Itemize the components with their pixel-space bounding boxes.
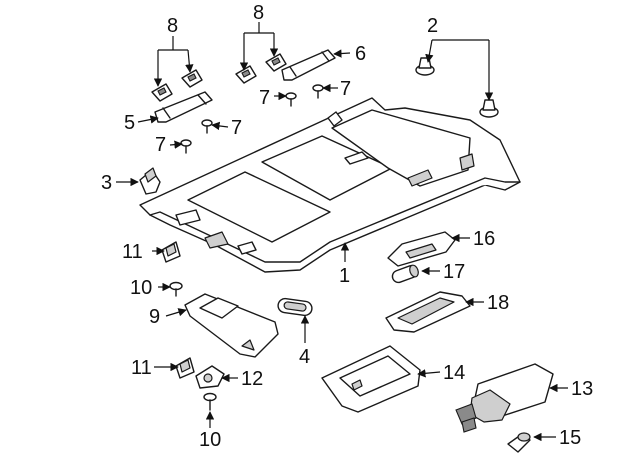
callout-3: 3 xyxy=(101,172,112,194)
callout-9: 9 xyxy=(149,306,160,328)
hook-part-11a xyxy=(161,241,181,263)
screw-part-10b xyxy=(203,392,217,411)
lamp-housing-part xyxy=(385,291,471,333)
callout-8a: 8 xyxy=(167,15,178,37)
headliner-part xyxy=(139,97,521,273)
callout-5: 5 xyxy=(124,112,135,134)
bracket-part-8d xyxy=(265,53,287,72)
callout-1: 1 xyxy=(339,265,350,287)
callout-7c: 7 xyxy=(259,87,270,109)
screw-part-7d xyxy=(312,84,324,99)
anchor-part xyxy=(139,167,161,195)
callout-labels: 1 2 3 4 5 6 7 7 7 7 8 8 9 10 10 11 11 12… xyxy=(101,2,593,451)
callout-13: 13 xyxy=(571,378,593,400)
callout-6: 6 xyxy=(355,43,366,65)
hook-part-11b xyxy=(175,357,195,379)
screw-part-10a xyxy=(169,281,183,297)
lens-part xyxy=(277,297,313,317)
callout-2: 2 xyxy=(427,15,438,37)
callout-18: 18 xyxy=(487,292,509,314)
callout-10a: 10 xyxy=(130,277,152,299)
screw-part-7a xyxy=(201,119,213,134)
visor-bracket-part xyxy=(195,365,225,389)
callout-17: 17 xyxy=(443,261,465,283)
callout-12: 12 xyxy=(241,368,263,390)
callout-11a: 11 xyxy=(122,241,143,263)
callout-10b: 10 xyxy=(199,429,221,451)
callout-11b: 11 xyxy=(131,357,152,379)
clip-part-2b xyxy=(479,99,499,118)
callout-7a: 7 xyxy=(231,117,242,139)
callout-8b: 8 xyxy=(253,2,264,24)
bulb-part-15 xyxy=(507,432,531,453)
leader-lines xyxy=(116,22,568,442)
callout-4: 4 xyxy=(299,346,310,368)
console-module-part xyxy=(455,363,554,433)
bracket-part-8b xyxy=(181,69,203,88)
callout-16: 16 xyxy=(473,228,495,250)
bulb-part-17 xyxy=(391,264,419,284)
grab-handle-part-6 xyxy=(281,49,336,81)
bezel-part xyxy=(321,345,421,413)
sun-visor-part xyxy=(184,293,279,358)
callout-15: 15 xyxy=(559,427,581,449)
callout-7d: 7 xyxy=(340,78,351,100)
clip-part-2a xyxy=(415,57,435,76)
callout-7b: 7 xyxy=(155,134,166,156)
bracket-part-8c xyxy=(235,65,257,84)
callout-14: 14 xyxy=(443,362,465,384)
screw-part-7c xyxy=(285,92,297,107)
screw-part-7b xyxy=(180,139,192,154)
bracket-part-8a xyxy=(151,83,173,102)
